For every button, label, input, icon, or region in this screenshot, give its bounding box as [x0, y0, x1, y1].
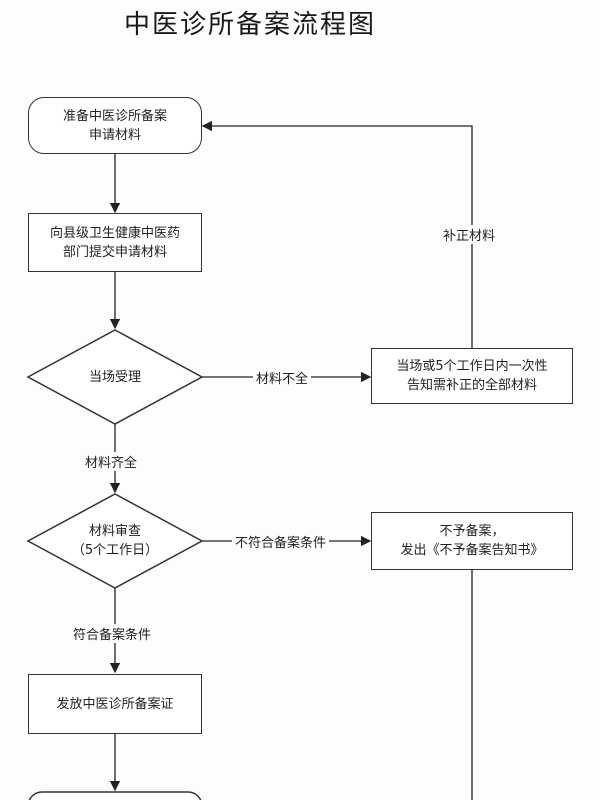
node-submit-materials: 向县级卫生健康中医药 部门提交申请材料: [28, 213, 202, 272]
node-reject: 不予备案， 发出《不予备案告知书》: [371, 512, 573, 570]
edge-label-meet: 符合备案条件: [70, 624, 155, 643]
node-issue-certificate: 发放中医诊所备案证: [28, 674, 202, 734]
edge-label-not-meet: 不符合备案条件: [232, 532, 330, 551]
node-notify-supplement: 当场或5个工作日内一次性 告知需补正的全部材料: [371, 348, 573, 404]
next-step-box: [28, 791, 202, 800]
edge-label-supplement: 补正材料: [440, 225, 499, 244]
edge-label-complete: 材料齐全: [82, 452, 141, 471]
page-title: 中医诊所备案流程图: [123, 10, 376, 40]
arrow-supplement-loop: [201, 120, 473, 348]
edge-label-incomplete: 材料不全: [253, 368, 312, 387]
node-prepare-materials: 准备中医诊所备案 申请材料: [28, 97, 202, 154]
node-review: 材料审查 （5个工作日）: [71, 524, 159, 558]
node-accept: 当场受理: [88, 369, 141, 385]
